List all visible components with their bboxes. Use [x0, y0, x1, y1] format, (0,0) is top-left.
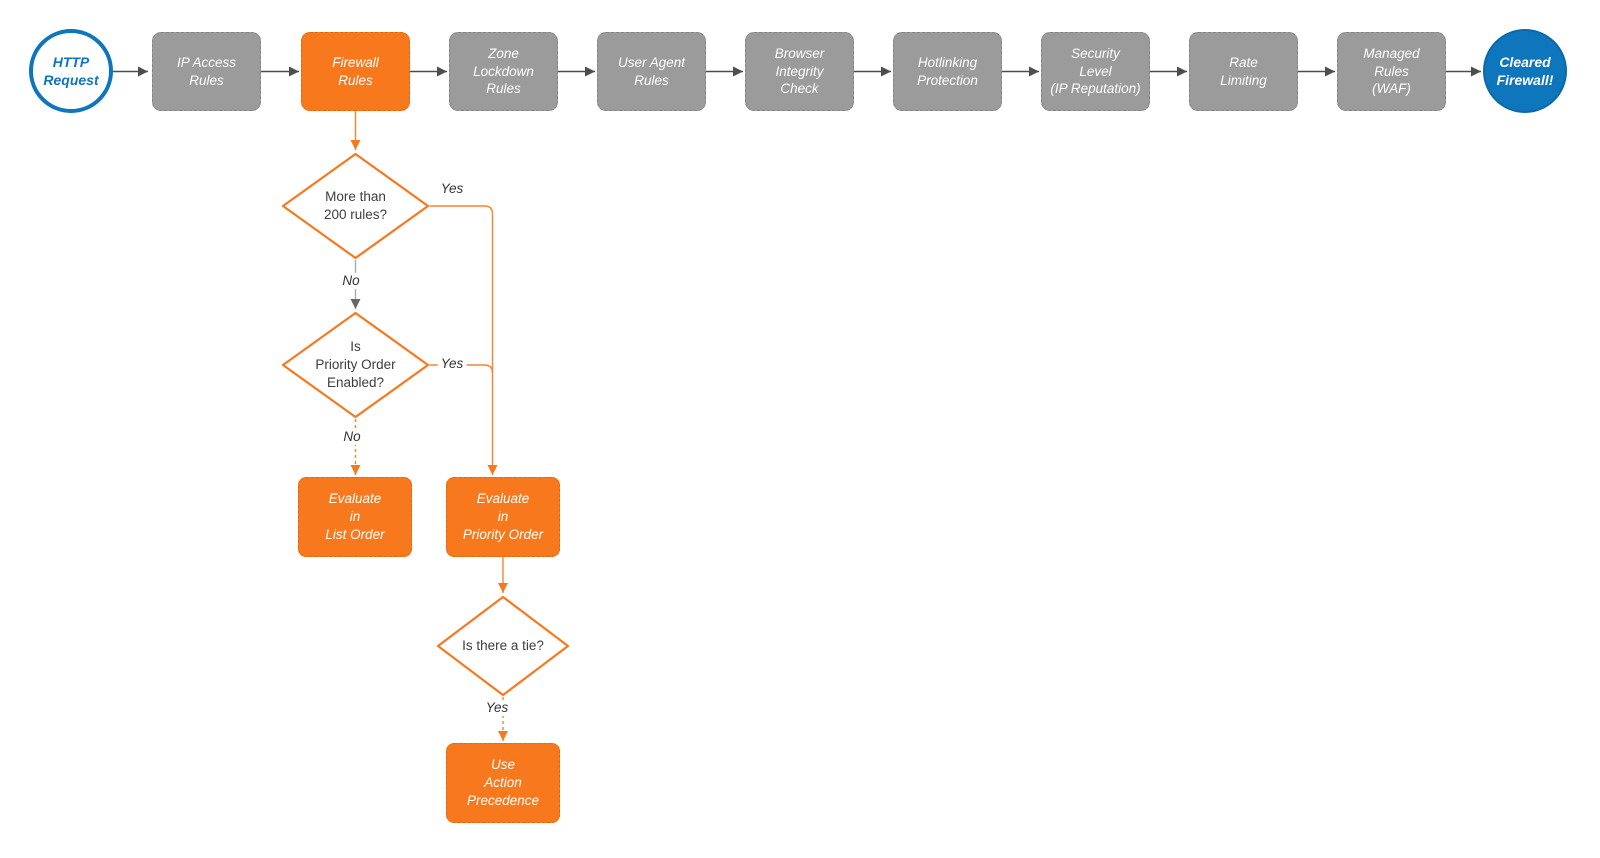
decision-priority-order-enabled: Is Priority Order Enabled?: [281, 311, 430, 419]
decision-is-there-a-tie: Is there a tie?: [436, 595, 570, 697]
node-user-agent-rules: User Agent Rules: [597, 32, 706, 111]
node-evaluate-list-order: Evaluate in List Order: [298, 477, 412, 557]
diamond-shape: [436, 595, 570, 697]
node-browser-integrity-check: Browser Integrity Check: [745, 32, 854, 111]
diamond-shape: [281, 152, 430, 260]
node-rate-limiting-label: Rate Limiting: [1220, 54, 1267, 88]
node-security-level-label: Security Level (IP Reputation): [1050, 46, 1141, 97]
node-cleared-firewall-label: Cleared Firewall!: [1496, 53, 1554, 88]
node-use-action-precedence-label: Use Action Precedence: [466, 756, 540, 809]
node-evaluate-list-order-label: Evaluate in List Order: [325, 490, 385, 543]
diamond-shape: [281, 311, 430, 419]
node-firewall-rules-label: Firewall Rules: [332, 54, 379, 88]
node-http-request-label: HTTP Request: [43, 53, 99, 88]
edge-label-decision2-no: No: [340, 428, 364, 446]
node-hotlinking-protection-label: Hotlinking Protection: [917, 54, 978, 88]
node-hotlinking-protection: Hotlinking Protection: [893, 32, 1002, 111]
node-security-level: Security Level (IP Reputation): [1041, 32, 1150, 111]
edge-label-decision2-yes: Yes: [437, 355, 467, 373]
node-evaluate-priority-order-label: Evaluate in Priority Order: [462, 490, 544, 543]
node-user-agent-rules-label: User Agent Rules: [617, 54, 686, 88]
node-http-request: HTTP Request: [29, 29, 113, 113]
node-firewall-rules: Firewall Rules: [301, 32, 410, 111]
edge-label-decision3-yes: Yes: [482, 699, 512, 717]
edge-label-decision1-yes: Yes: [437, 180, 467, 198]
wire-decision1-yes: [429, 205, 494, 215]
node-cleared-firewall: Cleared Firewall!: [1483, 29, 1567, 113]
node-evaluate-priority-order: Evaluate in Priority Order: [446, 477, 560, 557]
node-managed-rules-waf: Managed Rules (WAF): [1337, 32, 1446, 111]
node-managed-rules-waf-label: Managed Rules (WAF): [1363, 46, 1420, 97]
edge-label-decision1-no: No: [339, 272, 363, 290]
node-zone-lockdown-rules-label: Zone Lockdown Rules: [473, 46, 534, 97]
decision-is-there-a-tie-label: Is there a tie?: [462, 637, 544, 653]
decision-more-than-200-rules: More than 200 rules?: [281, 152, 430, 260]
node-browser-integrity-check-label: Browser Integrity Check: [774, 46, 825, 97]
decision-priority-order-enabled-label: Is Priority Order Enabled?: [315, 338, 396, 391]
node-rate-limiting: Rate Limiting: [1189, 32, 1298, 111]
node-use-action-precedence: Use Action Precedence: [446, 743, 560, 823]
node-ip-access-rules: IP Access Rules: [152, 32, 261, 111]
node-ip-access-rules-label: IP Access Rules: [176, 54, 237, 88]
decision-more-than-200-rules-label: More than 200 rules?: [323, 188, 388, 222]
node-zone-lockdown-rules: Zone Lockdown Rules: [449, 32, 558, 111]
